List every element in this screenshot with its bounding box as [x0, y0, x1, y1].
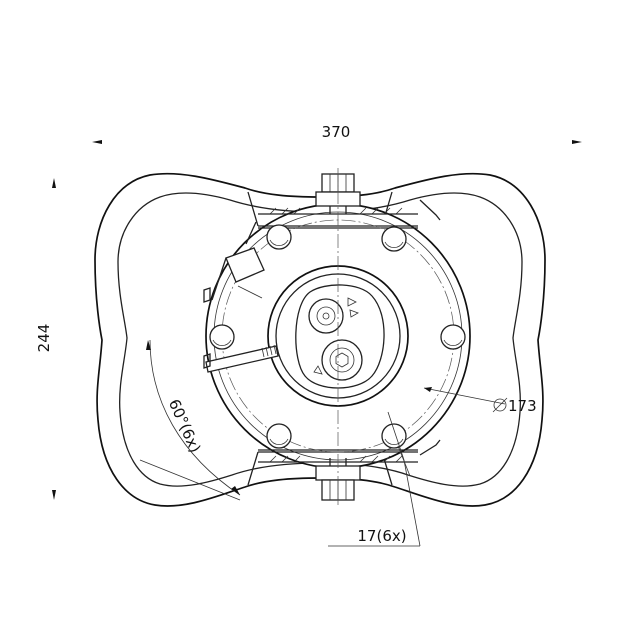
hole-dimension: 17(6x) [328, 411, 421, 547]
height-arrow-top [52, 178, 56, 188]
lower-shaft [321, 339, 363, 381]
width-dimension: 370 [92, 123, 582, 144]
mounting-hole-5 [266, 423, 292, 449]
diameter-label: 173 [508, 397, 537, 415]
height-dimension: 244 [35, 178, 56, 500]
rotation-arrow-icon-2 [313, 365, 323, 375]
width-label: 370 [322, 123, 351, 141]
hex-socket-icon [335, 352, 349, 368]
rotation-arrow-icon [347, 297, 357, 307]
mounting-hole-4 [440, 324, 466, 350]
mounting-hole-1 [266, 224, 292, 250]
mounting-hole-6 [381, 423, 407, 449]
indicator-pin [205, 344, 279, 373]
hole-label: 17(6x) [357, 527, 406, 545]
diameter-icon [492, 397, 508, 413]
height-label: 244 [35, 324, 53, 353]
mounting-hole-2 [381, 226, 407, 252]
width-arrow-left [92, 140, 102, 144]
height-arrow-bottom [52, 490, 56, 500]
mounting-holes [209, 224, 466, 449]
angle-label: 60°(6x) [165, 396, 205, 455]
diameter-dimension: 173 [423, 387, 537, 415]
width-arrow-right [572, 140, 582, 144]
upper-shaft [308, 298, 344, 334]
pointer-block [211, 221, 265, 301]
edge-clips [203, 287, 211, 369]
mounting-hole-3 [209, 324, 235, 350]
